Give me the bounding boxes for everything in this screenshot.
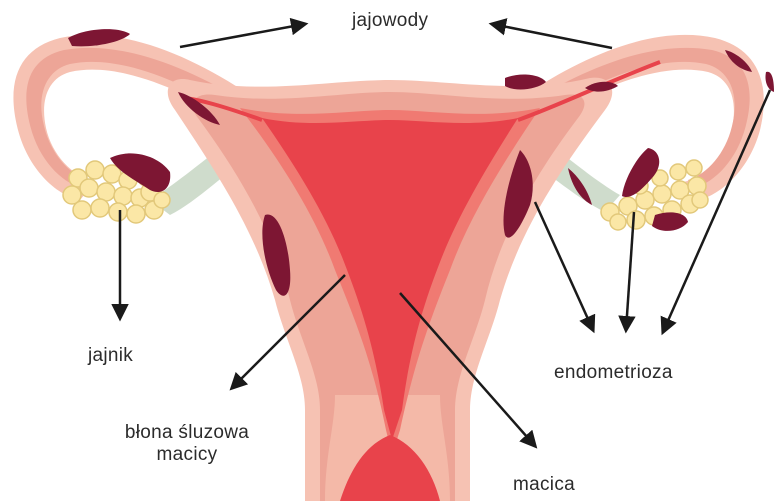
label-endometriosis: endometrioza (554, 362, 673, 384)
label-endometrium-line2: macicy (108, 444, 266, 466)
label-uterus: macica (513, 474, 575, 496)
label-ovary: jajnik (88, 345, 133, 367)
arrow-tube-left (180, 24, 305, 47)
arrow-endometriosis-2 (626, 212, 634, 330)
label-endometrium-line1: błona śluzowa (108, 422, 266, 444)
arrow-endometriosis-1 (535, 202, 593, 330)
label-endometrium: błona śluzowa macicy (108, 422, 266, 466)
lesion (652, 212, 688, 231)
label-fallopian-tubes: jajowody (352, 10, 428, 32)
arrow-tube-right (492, 24, 612, 48)
lesion (765, 72, 774, 92)
